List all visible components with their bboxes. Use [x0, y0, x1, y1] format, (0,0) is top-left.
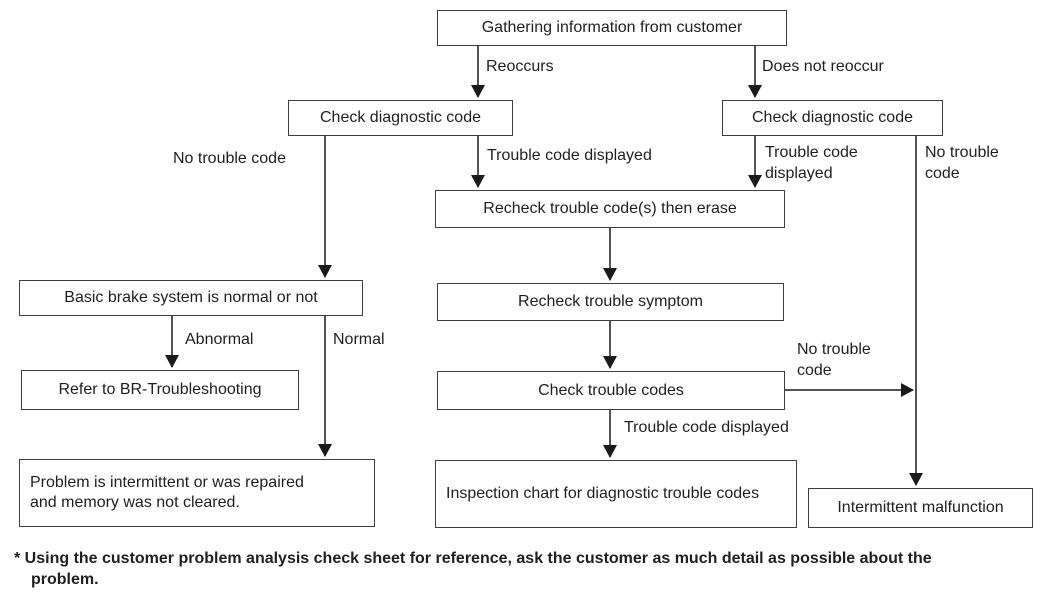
edge-label-trouble-code-displayed-bottom: Trouble code displayed [624, 419, 789, 436]
node-check-diagnostic-code-right: Check diagnostic code [722, 100, 943, 136]
edge-label-does-not-reoccur: Does not reoccur [762, 58, 884, 75]
node-intermittent-malfunction: Intermittent malfunction [808, 488, 1033, 528]
node-check-diagnostic-code-left: Check diagnostic code [288, 100, 513, 136]
edge-label-reoccurs: Reoccurs [486, 58, 554, 75]
node-recheck-trouble-codes-erase: Recheck trouble code(s) then erase [435, 190, 785, 228]
edge-label-normal: Normal [333, 331, 385, 348]
node-check-trouble-codes: Check trouble codes [437, 371, 785, 410]
node-refer-br-troubleshooting: Refer to BR-Troubleshooting [21, 370, 299, 410]
node-inspection-chart: Inspection chart for diagnostic trouble … [435, 460, 797, 528]
edge-label-abnormal: Abnormal [185, 331, 254, 348]
edge-label-trouble-code-displayed-left: Trouble code displayed [487, 147, 652, 164]
edge-label-no-trouble-code-left: No trouble code [173, 150, 286, 167]
node-problem-intermittent: Problem is intermittent or was repaired … [19, 459, 375, 527]
edge-label-no-trouble-code-mid: No trouble code [797, 341, 871, 379]
edge-label-trouble-code-displayed-right: Trouble code displayed [765, 144, 858, 182]
node-basic-brake-system: Basic brake system is normal or not [19, 280, 363, 316]
edge-label-no-trouble-code-right: No trouble code [925, 144, 999, 182]
node-recheck-trouble-symptom: Recheck trouble symptom [437, 283, 784, 321]
node-gathering-information: Gathering information from customer [437, 10, 787, 46]
footnote: * Using the customer problem analysis ch… [14, 550, 932, 588]
